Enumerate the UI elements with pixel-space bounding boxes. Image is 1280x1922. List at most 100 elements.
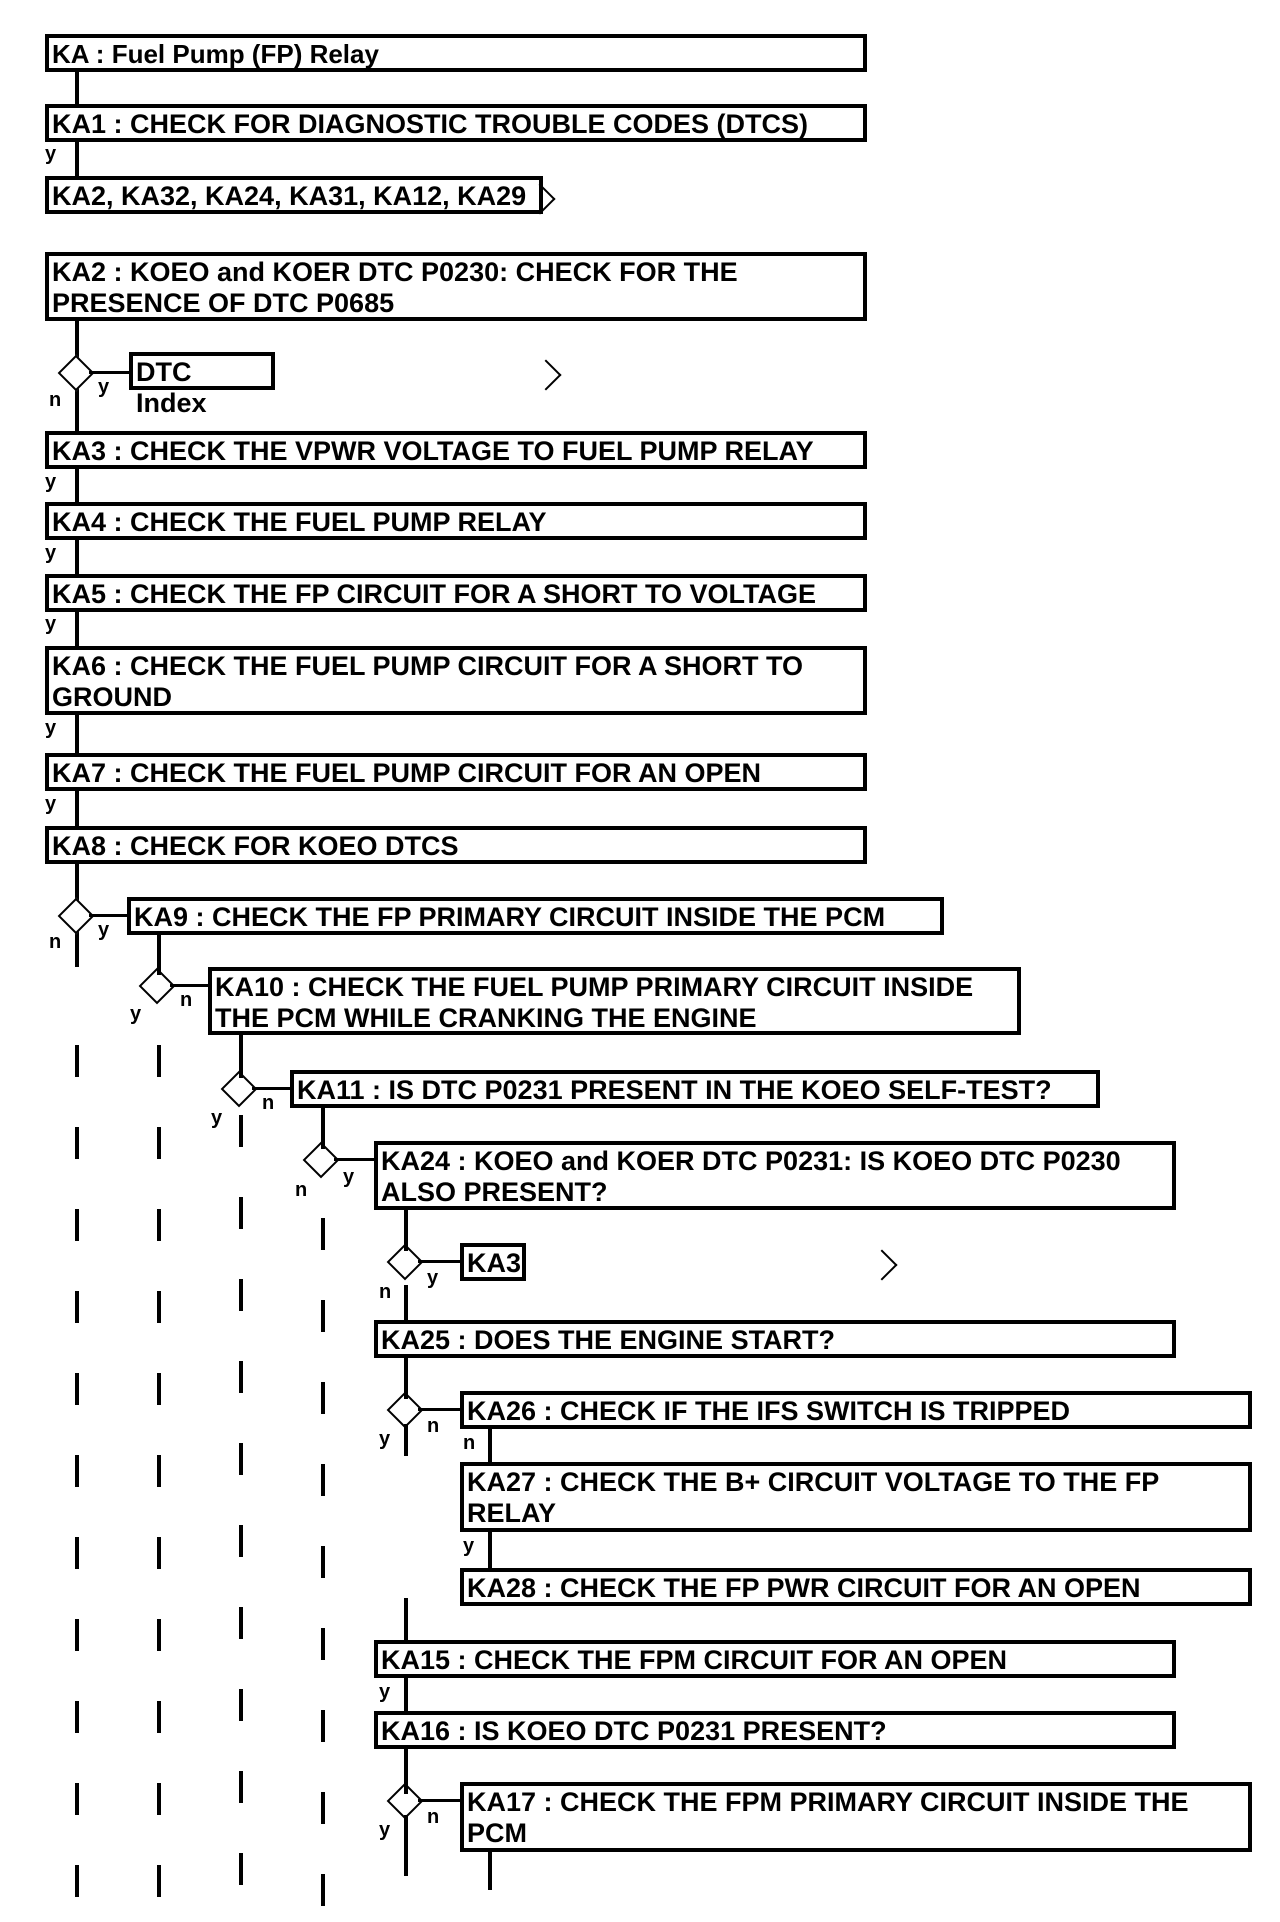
dashed-connector [321,1874,325,1906]
dashed-connector [404,1844,408,1876]
dashed-connector [321,1792,325,1824]
connector-line [321,1106,325,1149]
dashed-connector [157,1209,161,1241]
dashed-connector [75,1701,79,1733]
step-index-list[interactable]: KA2, KA32, KA24, KA31, KA12, KA29 [45,176,543,214]
connector-line [89,914,129,917]
branch-label-yes: y [45,143,57,165]
dashed-connector [157,1701,161,1733]
dashed-connector [239,1361,243,1393]
connector-line [404,1356,408,1399]
dashed-connector [239,1443,243,1475]
branch-label-yes: y [130,1003,142,1025]
step-ka6[interactable]: KA6 : CHECK THE FUEL PUMP CIRCUIT FOR A … [45,646,867,715]
arrow-icon [530,359,562,391]
step-ka26[interactable]: KA26 : CHECK IF THE IFS SWITCH IS TRIPPE… [460,1391,1252,1429]
dashed-connector [404,1762,408,1794]
connector-line [404,1285,408,1322]
branch-label-no: n [180,989,193,1011]
dashed-connector [157,1127,161,1159]
step-ka25[interactable]: KA25 : DOES THE ENGINE START? [374,1320,1176,1358]
branch-label-no: n [295,1179,308,1201]
step-ka5[interactable]: KA5 : CHECK THE FP CIRCUIT FOR A SHORT T… [45,574,867,612]
dashed-connector [75,1045,79,1077]
dashed-connector [157,1537,161,1569]
step-ka16[interactable]: KA16 : IS KOEO DTC P0231 PRESENT? [374,1711,1176,1749]
step-ka7[interactable]: KA7 : CHECK THE FUEL PUMP CIRCUIT FOR AN… [45,753,867,791]
dashed-connector [239,1853,243,1885]
connector-line [488,1530,492,1570]
branch-label-yes: y [45,717,57,739]
ka3-link[interactable]: KA3 [460,1243,526,1281]
connector-line [418,1799,462,1802]
step-ka11[interactable]: KA11 : IS DTC P0231 PRESENT IN THE KOEO … [290,1070,1100,1108]
step-ka4[interactable]: KA4 : CHECK THE FUEL PUMP RELAY [45,502,867,540]
dashed-connector [75,1373,79,1405]
connector-line [75,712,79,756]
dashed-connector [157,1373,161,1405]
branch-label-no: n [262,1092,275,1114]
branch-label-yes: y [379,1681,391,1703]
branch-label-no: n [379,1281,392,1303]
connector-line [75,788,79,828]
arrow-icon [866,1249,898,1281]
dashed-connector [404,1598,408,1630]
dashed-connector [239,1279,243,1311]
connector-line [157,933,161,975]
dashed-connector [157,1619,161,1651]
dtc-index-link[interactable]: DTC Index [129,352,275,418]
connector-line [404,1208,408,1251]
step-ka24[interactable]: KA24 : KOEO and KOER DTC P0231: IS KOEO … [374,1141,1176,1210]
dashed-connector [75,1291,79,1323]
connector-line [418,1260,462,1263]
dashed-connector [239,1771,243,1803]
dashed-connector [75,1209,79,1241]
branch-label-yes: y [463,1535,475,1557]
connector-line [75,140,79,178]
dashed-connector [321,1218,325,1250]
connector-line [404,1424,408,1456]
branch-label-yes: y [379,1819,391,1841]
title-box: KA : Fuel Pump (FP) Relay [45,34,867,72]
dashed-connector [239,1115,243,1147]
dashed-connector [75,1865,79,1897]
dashed-connector [321,1300,325,1332]
step-ka27[interactable]: KA27 : CHECK THE B+ CIRCUIT VOLTAGE TO T… [460,1462,1252,1532]
connector-line [75,537,79,576]
dashed-connector [321,1464,325,1496]
dashed-connector [157,1865,161,1897]
step-ka2[interactable]: KA2 : KOEO and KOER DTC P0230: CHECK FOR… [45,252,867,321]
step-ka17[interactable]: KA17 : CHECK THE FPM PRIMARY CIRCUIT INS… [460,1782,1252,1852]
branch-label-yes: y [45,613,57,635]
connector-line [75,70,79,105]
connector-line [488,1850,492,1890]
dashed-connector [239,1607,243,1639]
connector-line [334,1158,376,1161]
connector-line [488,1427,492,1464]
step-ka1[interactable]: KA1 : CHECK FOR DIAGNOSTIC TROUBLE CODES… [45,104,867,142]
step-ka28[interactable]: KA28 : CHECK THE FP PWR CIRCUIT FOR AN O… [460,1568,1252,1606]
branch-label-yes: y [343,1166,355,1188]
branch-label-yes: y [211,1107,223,1129]
dashed-connector [321,1710,325,1742]
step-ka8[interactable]: KA8 : CHECK FOR KOEO DTCS [45,826,867,864]
step-ka9[interactable]: KA9 : CHECK THE FP PRIMARY CIRCUIT INSID… [127,897,944,935]
dashed-connector [321,1628,325,1660]
connector-line [170,984,210,987]
step-ka3[interactable]: KA3 : CHECK THE VPWR VOLTAGE TO FUEL PUM… [45,431,867,469]
branch-label-yes: y [427,1267,439,1289]
dashed-connector [239,1689,243,1721]
dashed-connector [75,1537,79,1569]
connector-line [75,466,79,504]
branch-label-yes: y [45,471,57,493]
dashed-connector [239,1525,243,1557]
branch-label-no: n [427,1806,440,1828]
step-ka10[interactable]: KA10 : CHECK THE FUEL PUMP PRIMARY CIRCU… [208,967,1021,1035]
step-ka15[interactable]: KA15 : CHECK THE FPM CIRCUIT FOR AN OPEN [374,1640,1176,1678]
dashed-connector [75,1127,79,1159]
dashed-connector [321,1546,325,1578]
dashed-connector [75,1619,79,1651]
dashed-connector [404,1680,408,1712]
connector-line [239,1033,243,1078]
connector-line [252,1087,292,1090]
